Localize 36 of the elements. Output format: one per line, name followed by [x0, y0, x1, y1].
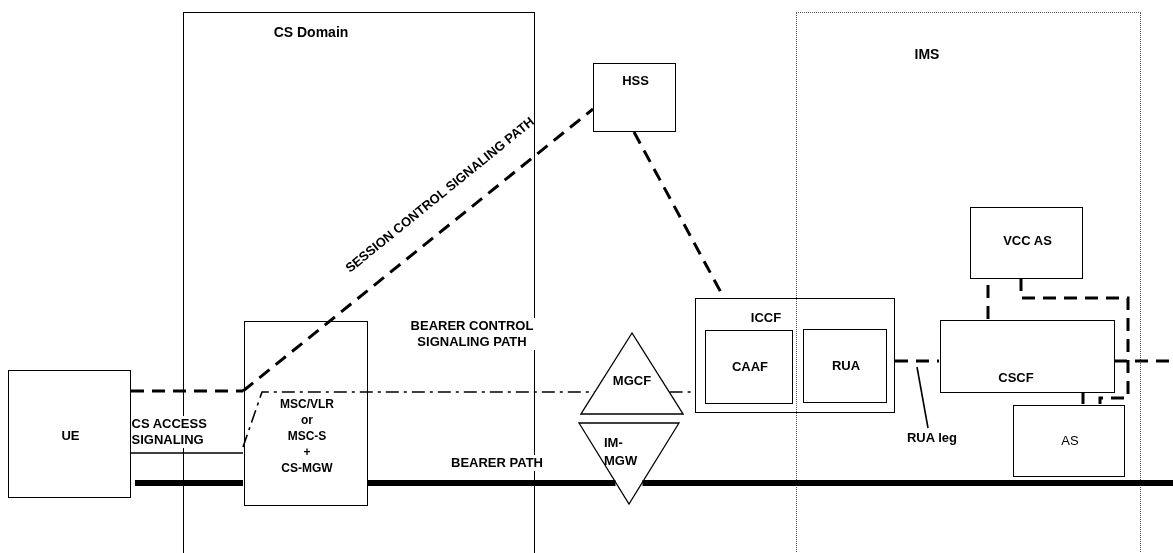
- signaling-line: [131, 389, 243, 393]
- function-box: [705, 330, 793, 404]
- node-label: MSC/VLR or MSC-S + CS-MGW: [279, 396, 335, 476]
- node-label: CSCF: [997, 369, 1035, 387]
- network-element-box: [970, 207, 1083, 279]
- node-label: VCC AS: [1002, 232, 1053, 250]
- node-label: CAAF: [730, 358, 770, 376]
- network-element-box: [244, 321, 368, 506]
- node-label: HSS: [621, 72, 650, 90]
- signaling-line: [242, 107, 594, 393]
- domain-title: CS Domain: [272, 23, 350, 41]
- bearer-line: [642, 480, 1173, 486]
- bearer-line: [135, 480, 243, 486]
- network-element-box: [1013, 405, 1125, 477]
- node-label: UE: [60, 427, 81, 445]
- signaling-line: [1019, 278, 1130, 404]
- terminal-box: [8, 370, 131, 498]
- node-label: AS: [1060, 432, 1080, 450]
- node-label: MGCF: [611, 372, 653, 390]
- network-element-box: [593, 63, 676, 132]
- leg-label: RUA leg: [905, 429, 959, 447]
- signaling-line: [895, 359, 939, 363]
- bearer-line: [367, 480, 616, 486]
- signaling-line: [1081, 392, 1085, 404]
- domain-title: IMS: [913, 45, 941, 63]
- domain-box: [796, 12, 1141, 553]
- node-label: RUA: [830, 357, 862, 375]
- leader-line: [916, 366, 929, 429]
- signaling-line: [130, 452, 244, 454]
- function-triangle: [578, 422, 680, 505]
- network-element-box: [695, 298, 895, 413]
- node-label: IM-MGW: [604, 434, 639, 470]
- node-label: ICCF: [749, 309, 783, 327]
- network-element-box: [940, 320, 1115, 393]
- function-triangle: [580, 332, 684, 415]
- function-box: [803, 329, 887, 403]
